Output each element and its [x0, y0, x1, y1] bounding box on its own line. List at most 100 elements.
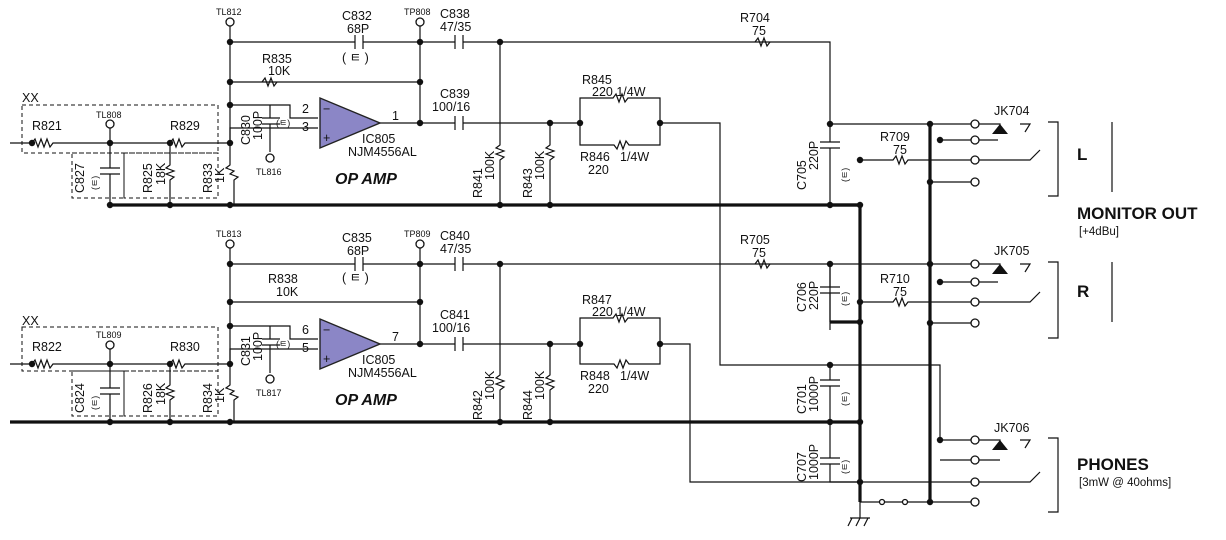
phones-terminal-4 — [970, 497, 980, 507]
r-ser2-value1: 1/4W — [620, 150, 649, 164]
r-pd2-value: 100K — [533, 370, 547, 400]
r-ser2-label: R846 — [580, 150, 610, 164]
c-in-pol: (ㅌ) — [90, 176, 100, 190]
jack-body — [979, 261, 1059, 339]
phones-node-4 — [856, 478, 864, 486]
phones-terminal-3 — [970, 477, 980, 487]
phones-c1-value: 1000P — [807, 376, 821, 412]
r-pd1-label: R841 — [471, 168, 485, 198]
tl-top-label: TL812 — [216, 7, 242, 17]
jack-terminal-1 — [970, 259, 980, 269]
r-jk-value: 75 — [893, 143, 907, 157]
phones-jack-label: JK706 — [994, 421, 1029, 435]
c-out2-label: C839 — [440, 87, 470, 101]
r-fb-gap — [261, 76, 278, 88]
phones-terminal-2 — [970, 455, 980, 465]
coupling-caps — [454, 257, 464, 351]
dashed-box-input — [21, 326, 219, 372]
r-shunt-value: 18K — [154, 162, 168, 185]
r-gnd-label: R833 — [201, 163, 215, 193]
dashed-box-input — [21, 104, 219, 154]
r-gnd-value: 1K — [213, 387, 227, 403]
test-point-tp809 — [415, 239, 425, 249]
ground-tie-node-2 — [901, 498, 909, 506]
jack-terminal-4 — [970, 177, 980, 187]
tl-in-label: TL809 — [96, 330, 122, 340]
pin-minus: 6 — [302, 323, 309, 337]
pin-minus: 2 — [302, 102, 309, 116]
r-gnd-label: R834 — [201, 383, 215, 413]
r-pd2-symbol — [544, 123, 556, 205]
c-fb-value: 68P — [347, 22, 369, 36]
test-point-tl808 — [105, 119, 115, 129]
dashed-box-shunt — [123, 152, 219, 199]
c-in-pol: (ㅌ) — [90, 396, 100, 410]
c-fb-label: C832 — [342, 9, 372, 23]
r-jk-value: 75 — [893, 285, 907, 299]
c-in-symbol — [100, 143, 120, 205]
op-amp-title: OP AMP — [335, 392, 397, 409]
channel-right: XX R822 R830 TL809 C824 (ㅌ) R826 18K R83… — [10, 229, 1089, 483]
phones-c2-label: C707 — [795, 452, 809, 482]
jack-body — [979, 121, 1059, 197]
test-point-tl809 — [105, 340, 115, 350]
monitor-out-level: [+4dBu] — [1079, 226, 1119, 238]
r-shunt-symbol — [164, 364, 176, 422]
r-mon-label: R704 — [740, 11, 770, 25]
monitor-out-section: MONITOR OUT [+4dBu] — [1077, 122, 1198, 322]
r-gnd-symbol — [224, 143, 240, 205]
jack-label: JK704 — [994, 104, 1029, 118]
r-jk-label: R710 — [880, 272, 910, 286]
r-mon-value: 75 — [752, 246, 766, 260]
phones-title: PHONES — [1077, 455, 1149, 474]
phones-section: C701 1000P (ㅌ) C707 1000P (ㅌ) JK706 PHON… — [795, 361, 1171, 513]
c-mon-symbol — [820, 263, 930, 322]
c-comp-symbol — [262, 326, 280, 373]
r-pd1-symbol — [494, 42, 506, 205]
tl-top-label: TL813 — [216, 229, 242, 239]
r-fb-value: 10K — [268, 64, 291, 78]
r-pd2-label: R844 — [521, 390, 535, 420]
jack-terminal-3 — [970, 297, 980, 307]
c-mon-value: 220P — [807, 141, 821, 170]
c-comp-pol: (ㅌ) — [276, 118, 290, 128]
tp-label: TP809 — [404, 229, 431, 239]
dashed-box-cap — [71, 370, 125, 417]
r-pd1-label: R842 — [471, 390, 485, 420]
op-amp-symbol — [319, 96, 382, 150]
ground-bus — [10, 124, 932, 502]
phones-c2-pol: (ㅌ) — [840, 460, 850, 474]
c-comp-pol: (ㅌ) — [276, 339, 290, 349]
test-point-tl816 — [265, 153, 275, 163]
phones-c1-label: C701 — [795, 384, 809, 414]
r-fb-label: R838 — [268, 272, 298, 286]
jack-terminal-3 — [970, 155, 980, 165]
pin-plus: 3 — [302, 120, 309, 134]
tl-comp-label: TL817 — [256, 388, 282, 398]
test-point-tl813 — [225, 239, 235, 249]
xx-label: XX — [22, 91, 39, 105]
r-fb-in-label: R830 — [170, 340, 200, 354]
c-out-label: C840 — [440, 229, 470, 243]
channel-left: XX R821 R829 TL808 C827 (ㅌ) R825 18K R83… — [10, 7, 1087, 366]
r-mon-value: 75 — [752, 24, 766, 38]
side-label: R — [1077, 282, 1089, 301]
r-jk-wire — [860, 296, 975, 308]
phones-wires — [820, 364, 975, 483]
r-pd1-value: 100K — [483, 370, 497, 400]
r-jk-wire — [860, 154, 975, 166]
ground-symbol — [847, 502, 870, 527]
r-ser2-value2: 220 — [588, 163, 609, 177]
jack-label: JK705 — [994, 244, 1029, 258]
phones-jack-arrow — [992, 440, 1008, 450]
phones-node-1 — [826, 418, 834, 426]
pin-plus: 5 — [302, 341, 309, 355]
ground-tie-node-1 — [878, 498, 886, 506]
c-out-label: C838 — [440, 7, 470, 21]
dashed-box-cap — [71, 152, 125, 199]
jack-terminal-2 — [970, 135, 980, 145]
c-comp-label: C830 — [239, 115, 253, 145]
r-ser1-label: R845 — [582, 73, 612, 87]
pin-out: 1 — [392, 109, 399, 123]
r-in-label: R822 — [32, 340, 62, 354]
